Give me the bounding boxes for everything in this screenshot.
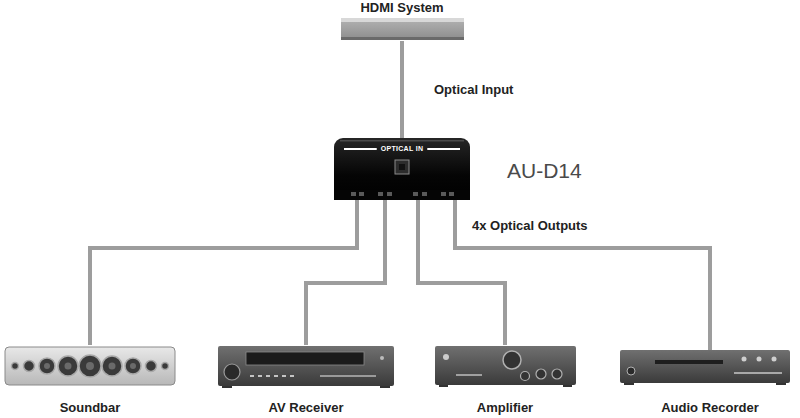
outputs-label: 4x Optical Outputs [472,218,588,233]
front-display [246,352,364,365]
button-strip [320,375,376,377]
output-port [387,192,392,196]
optical-port [395,160,409,174]
speaker-driver [24,361,35,372]
device-foot [776,383,786,385]
button [258,375,262,377]
button [282,375,286,377]
device-label: HDMI System [360,0,443,15]
optical-cable [455,200,710,350]
soundbar: Soundbar [4,345,176,415]
speaker-cap [86,362,94,370]
edge-label: Optical Input [432,82,515,97]
device-foot [222,386,232,388]
button [250,375,254,377]
power-button [380,356,384,360]
output-port [378,192,383,196]
port-label: OPTICAL IN [381,145,424,153]
device-body [341,18,464,40]
top-highlight [340,140,464,142]
button-strip [456,374,482,376]
speaker-driver [39,358,55,374]
device-top [341,18,464,22]
speaker-cap [44,363,50,369]
button [757,357,762,362]
button [742,357,747,362]
device-base [341,37,464,40]
label-bar [427,148,460,150]
device-body [5,347,175,385]
port-strip [334,190,470,200]
label-bar [344,148,377,150]
hdmi-source: HDMI System [341,0,464,41]
av-receiver: AV Receiver [217,345,395,415]
device-body [620,350,790,383]
speaker-cap [109,363,116,370]
button-strip [734,372,782,374]
speaker-driver [125,358,141,374]
speaker-driver [146,361,157,372]
speaker-driver [162,363,169,370]
device-label: Amplifier [477,400,533,415]
model-name: AU-D14 [507,159,582,183]
speaker-driver [102,356,122,376]
device-label: Soundbar [60,400,121,415]
output-port [449,192,454,196]
amplifier: Amplifier [434,345,577,415]
speaker-cap [65,363,72,370]
control-knob [552,369,562,379]
output-port [441,192,446,196]
optical-port-hole [399,164,405,170]
output-port [351,192,356,196]
optical-splitter: OPTICAL IN [334,138,470,200]
speaker-drivers [12,355,169,377]
device-label: Audio Recorder [661,400,759,415]
speaker-caps [44,362,136,370]
button [772,357,777,362]
button [266,375,270,377]
soundbar-device [5,347,175,385]
device-label: AV Receiver [269,400,344,415]
device-foot [563,385,572,387]
speaker-driver [58,356,78,376]
av-receiver-device [218,346,394,388]
disc-slot [655,360,723,364]
button [290,375,294,377]
audio-recorder-device [620,350,790,385]
device-body [435,346,576,385]
optical-cable [306,200,385,345]
device-foot [380,386,390,388]
volume-knob [224,364,240,380]
button [274,375,278,377]
device-body [218,346,394,386]
output-port [359,192,364,196]
speaker-driver [79,355,101,377]
amplifier-device [435,346,576,387]
device-foot [439,385,448,387]
volume-knob [503,351,521,369]
optical-cable [90,200,357,345]
power-button [443,354,449,360]
optical-cable [400,41,404,138]
hdmi-device [341,18,464,40]
audio-recorder: Audio Recorder [624,350,796,415]
output-port [413,192,418,196]
power-button [627,367,635,375]
output-port [422,192,427,196]
speaker-driver [12,363,19,370]
device-foot [624,383,634,385]
speaker-cap [130,363,136,369]
control-knob [521,372,530,381]
control-knob [536,369,546,379]
front-buttons [250,375,376,377]
